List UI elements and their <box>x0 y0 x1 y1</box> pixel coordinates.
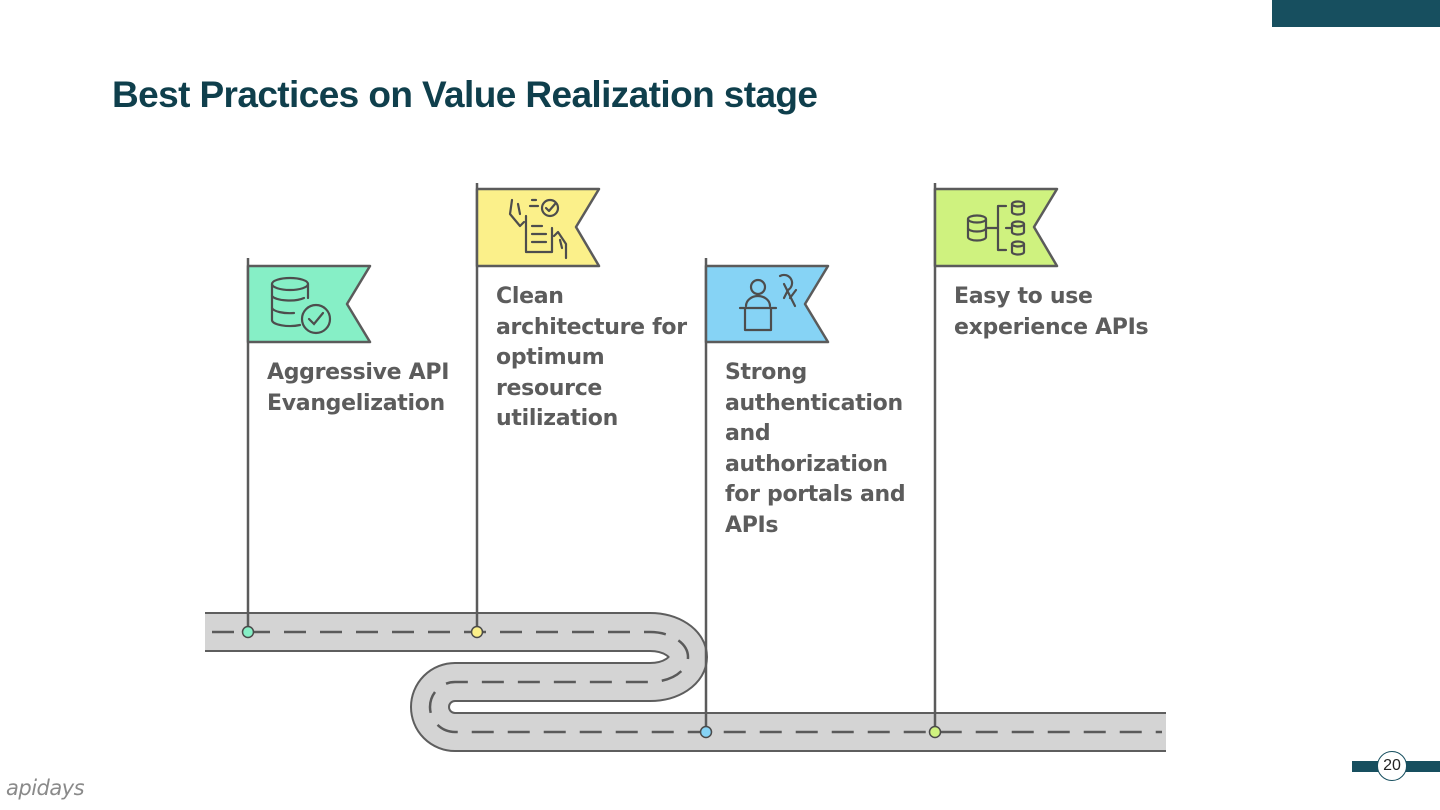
database-hierarchy-icon <box>966 200 1026 256</box>
flag-banner <box>704 264 830 344</box>
step-flag-2 <box>470 183 601 639</box>
page-number: 20 <box>1377 751 1407 781</box>
presenter-podium-icon <box>738 273 798 332</box>
step-label-3: Strong authentication and authorization … <box>725 360 906 538</box>
checklist-hands-icon <box>508 198 568 260</box>
road-marker <box>241 625 255 639</box>
corner-accent-bar <box>1272 0 1440 27</box>
database-check-icon <box>270 276 332 335</box>
flag-banner <box>246 264 372 344</box>
road-marker <box>699 725 713 739</box>
page-number-badge: 20 <box>1352 751 1440 781</box>
road-marker <box>928 725 942 739</box>
flag-banner <box>475 187 601 268</box>
step-flag-4 <box>928 183 1059 739</box>
step-label-1: Aggressive API Evangelization <box>267 360 450 416</box>
road <box>200 610 1176 755</box>
step-flag-3 <box>699 258 830 739</box>
step-label-4: Easy to use experience APIs <box>954 284 1149 340</box>
road-fill <box>205 614 1166 750</box>
road-marker <box>470 625 484 639</box>
step-label-2: Clean architecture for optimum resource … <box>496 284 687 431</box>
page-title: Best Practices on Value Realization stag… <box>112 74 818 115</box>
step-flag-1 <box>241 258 372 639</box>
apidays-logo: apidays <box>6 776 85 800</box>
